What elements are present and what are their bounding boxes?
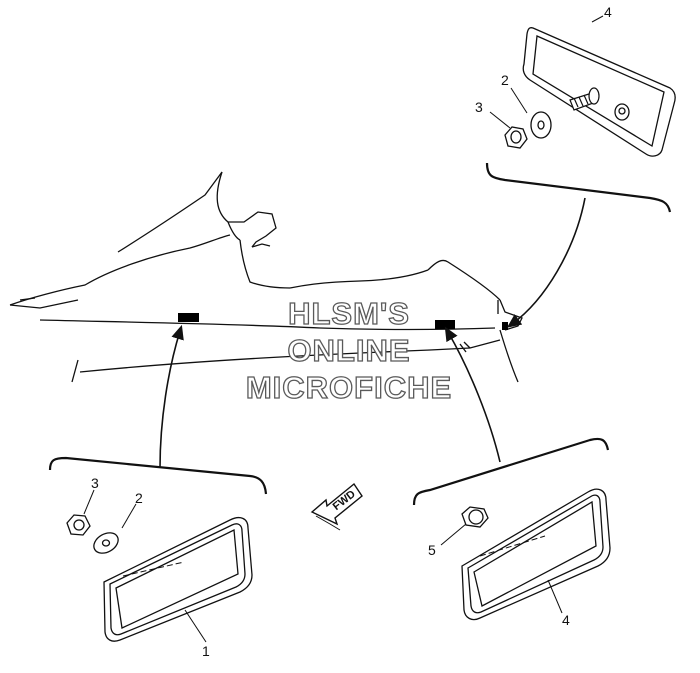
top-leader-arrow <box>506 197 586 328</box>
callout-top-reflector: 4 <box>604 4 612 20</box>
left-reflector <box>103 517 253 642</box>
left-leader-arrow <box>159 324 184 469</box>
left-nut <box>66 514 91 536</box>
rear-reflector-location-mark <box>502 322 508 330</box>
watermark-line-2: ONLINE <box>287 333 410 368</box>
top-stud-bolt <box>569 87 600 111</box>
callout-top-nut: 3 <box>475 99 483 115</box>
watermark-line-1: HLSM'S <box>288 296 410 331</box>
callout-right-reflector: 4 <box>562 612 570 628</box>
watermark: HLSM'S ONLINE MICROFICHE <box>245 295 452 405</box>
left-detail-bracket <box>48 456 268 495</box>
top-reflector <box>522 27 676 157</box>
snowmobile-outline <box>9 171 523 383</box>
callout-right-spacer: 5 <box>428 542 436 558</box>
right-spacer <box>461 506 489 528</box>
top-washer <box>530 111 552 139</box>
right-reflector <box>461 488 611 621</box>
callout-left-reflector: 1 <box>202 643 210 659</box>
right-detail-bracket <box>412 437 610 506</box>
right-reflector-location-mark <box>435 320 455 329</box>
left-reflector-centerline <box>122 561 185 577</box>
forward-direction-arrow: FWD <box>310 482 363 531</box>
left-washer <box>93 532 119 554</box>
right-reflector-centerline <box>479 535 546 557</box>
callout-top-washer: 2 <box>501 72 509 88</box>
callout-left-nut: 3 <box>91 475 99 491</box>
left-reflector-location-mark <box>178 313 199 322</box>
callout-left-washer: 2 <box>135 490 143 506</box>
right-leader-arrow <box>444 326 501 463</box>
top-detail-bracket <box>485 162 672 213</box>
watermark-line-3: MICROFICHE <box>246 370 452 405</box>
top-nut <box>504 126 528 149</box>
